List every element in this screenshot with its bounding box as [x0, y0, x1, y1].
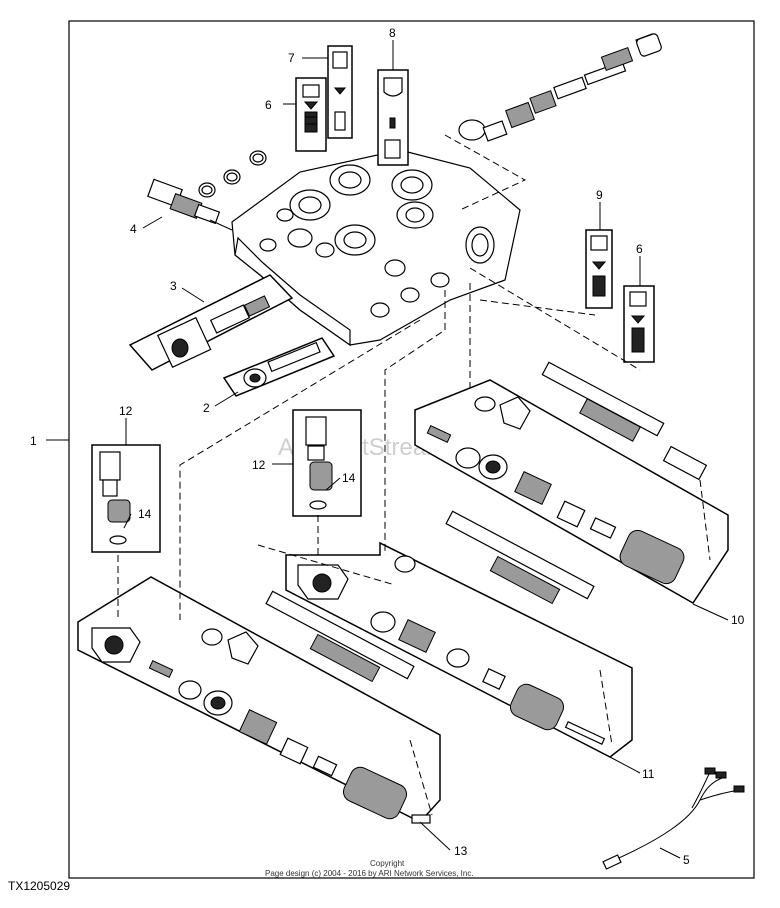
spool-section-10 — [414, 361, 729, 604]
callout-7: 7 — [288, 51, 295, 65]
callout-2: 2 — [203, 401, 210, 415]
callout-14-left: 14 — [138, 507, 152, 521]
pressure-sensor — [147, 178, 233, 231]
callout-13: 13 — [454, 844, 468, 858]
callout-11: 11 — [642, 767, 655, 781]
body-seal-rings — [198, 150, 267, 198]
leader-lines — [46, 40, 729, 859]
alignment-lines — [117, 134, 711, 816]
sensor-kit-center — [292, 409, 362, 517]
callout-5: 5 — [683, 853, 690, 867]
spool-section-13 — [77, 576, 441, 824]
callout-4: 4 — [130, 222, 137, 236]
callout-1: 1 — [30, 434, 37, 448]
check-valve-kit — [327, 45, 353, 139]
poppet-kit — [377, 69, 409, 166]
sensor-kit-left — [91, 444, 161, 553]
plug-kit — [222, 337, 336, 397]
relief-valve-kit-right — [623, 285, 655, 363]
callout-14-center: 14 — [342, 471, 356, 485]
wiring-harness — [602, 767, 745, 870]
callout-6-upper: 6 — [265, 98, 272, 112]
callout-3: 3 — [170, 279, 177, 293]
spool-section-11 — [285, 510, 633, 758]
copyright-line-2: Page design (c) 2004 - 2016 by ARI Netwo… — [265, 869, 474, 878]
callout-12-center: 12 — [252, 458, 266, 472]
callout-8: 8 — [389, 26, 396, 40]
main-frame — [68, 20, 755, 879]
upper-spool-assembly — [458, 33, 662, 142]
relief-valve-kit-upper — [295, 77, 327, 152]
callout-10: 10 — [731, 613, 745, 627]
callout-6-right: 6 — [636, 242, 643, 256]
copyright-line-1: Copyright — [370, 859, 405, 868]
callout-12-left: 12 — [119, 404, 133, 418]
figure-id: TX1205029 — [8, 879, 70, 893]
solenoid-valve-kit — [128, 274, 294, 371]
callout-9: 9 — [596, 188, 603, 202]
relief-valve-kit-9 — [585, 229, 613, 309]
valve-body — [231, 149, 521, 347]
